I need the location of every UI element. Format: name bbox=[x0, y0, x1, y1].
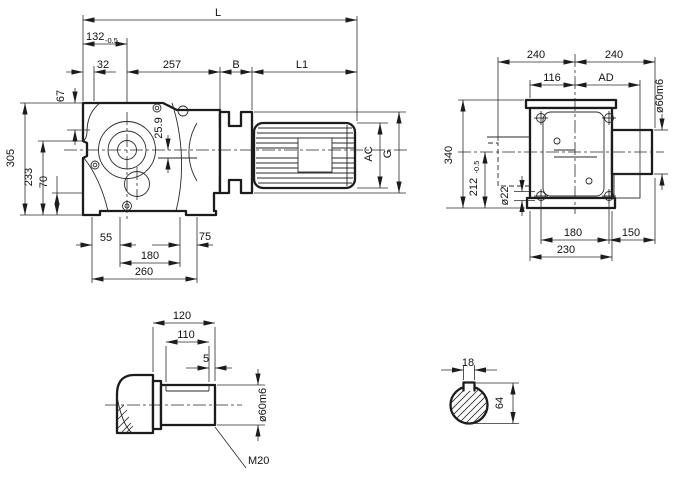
dim-label-G: G bbox=[382, 150, 394, 159]
dim-label-overall-length: L bbox=[215, 7, 221, 19]
side-view-dimensions: L 132 -0.5 32 257 B L1 67 305 233 bbox=[5, 7, 406, 283]
dim-label-shaft-dia-end: ø60m6 bbox=[654, 79, 666, 113]
dim-label-180-end: 180 bbox=[564, 227, 582, 239]
hub-break-arc bbox=[116, 395, 133, 434]
dim-label-shaft-dia: ø60m6 bbox=[257, 388, 269, 422]
dim-label-hole-dia: ø22 bbox=[499, 187, 511, 206]
dim-label-260: 260 bbox=[135, 266, 153, 278]
housing-body bbox=[528, 106, 614, 200]
dim-label-5: 5 bbox=[203, 353, 209, 365]
dim-label-110: 110 bbox=[177, 329, 195, 341]
dim-label-AD: AD bbox=[598, 72, 613, 84]
dim-label-180: 180 bbox=[141, 250, 159, 262]
dim-label-240-right: 240 bbox=[605, 49, 623, 61]
face-hole-upper bbox=[553, 137, 561, 145]
bell-arc bbox=[188, 122, 198, 182]
face-hole-lower bbox=[585, 177, 593, 185]
shaft-section-view: 18 64 bbox=[441, 357, 519, 425]
dim-label-212-tol: -0.5 bbox=[472, 161, 481, 174]
housing-inner-face bbox=[542, 111, 605, 197]
end-view-dimensions: 240 240 116 AD 340 212 -0.5 ø22 ø60m6 bbox=[443, 49, 668, 261]
dim-label-AC: AC bbox=[363, 146, 375, 161]
tap-leader-line bbox=[214, 426, 247, 469]
bolt-hole-top bbox=[152, 103, 162, 113]
dim-label-70: 70 bbox=[38, 176, 50, 188]
shaft-section-dimensions: 18 64 bbox=[441, 357, 519, 424]
end-housing bbox=[487, 98, 654, 210]
dim-label-B: B bbox=[232, 59, 239, 71]
keyway-slot bbox=[462, 381, 476, 392]
end-view: 240 240 116 AD 340 212 -0.5 ø22 ø60m6 bbox=[443, 49, 668, 261]
hub-hatching bbox=[116, 404, 134, 434]
dim-label-55: 55 bbox=[100, 232, 112, 244]
dim-label-L1: L1 bbox=[296, 59, 308, 71]
dim-label-240-left: 240 bbox=[527, 49, 545, 61]
dim-label-18: 18 bbox=[462, 357, 474, 369]
dim-label-120: 120 bbox=[173, 310, 191, 322]
dim-label-305: 305 bbox=[5, 149, 17, 167]
hub bbox=[115, 373, 155, 435]
dim-label-150: 150 bbox=[622, 227, 640, 239]
dim-label-233: 233 bbox=[23, 168, 35, 186]
motor-adapter bbox=[218, 110, 254, 195]
dim-label-67: 67 bbox=[55, 90, 67, 102]
side-view: L 132 -0.5 32 257 B L1 67 305 233 bbox=[5, 7, 410, 283]
bolt-hole-left bbox=[90, 160, 100, 170]
shaft-detail-dimensions: 120 110 5 ø60m6 M20 bbox=[152, 310, 269, 469]
dim-label-64: 64 bbox=[494, 397, 506, 409]
dim-label-257: 257 bbox=[163, 59, 181, 71]
oil-plug bbox=[177, 105, 189, 117]
motor bbox=[252, 121, 357, 190]
foot-flange bbox=[525, 196, 617, 210]
dim-label-340: 340 bbox=[443, 146, 455, 164]
bearing-boss bbox=[613, 173, 641, 199]
hidden-motor-outline bbox=[488, 142, 530, 187]
shaft-detail-view: 120 110 5 ø60m6 M20 bbox=[105, 310, 269, 469]
dim-label-212: 212 bbox=[468, 178, 480, 196]
dim-label-132: 132 bbox=[86, 31, 104, 43]
dim-label-tap: M20 bbox=[248, 455, 269, 467]
terminal-box bbox=[297, 137, 333, 173]
foot-bolt-holes bbox=[534, 111, 616, 203]
dim-label-25-9: 25.9 bbox=[153, 117, 165, 138]
housing-outline bbox=[81, 101, 222, 217]
top-flange bbox=[524, 98, 618, 110]
dim-label-116: 116 bbox=[543, 72, 561, 84]
dim-label-32: 32 bbox=[97, 59, 109, 71]
dim-label-230: 230 bbox=[557, 244, 575, 256]
dim-label-75: 75 bbox=[199, 231, 211, 243]
dim-label-132-tol: -0.5 bbox=[105, 36, 118, 45]
